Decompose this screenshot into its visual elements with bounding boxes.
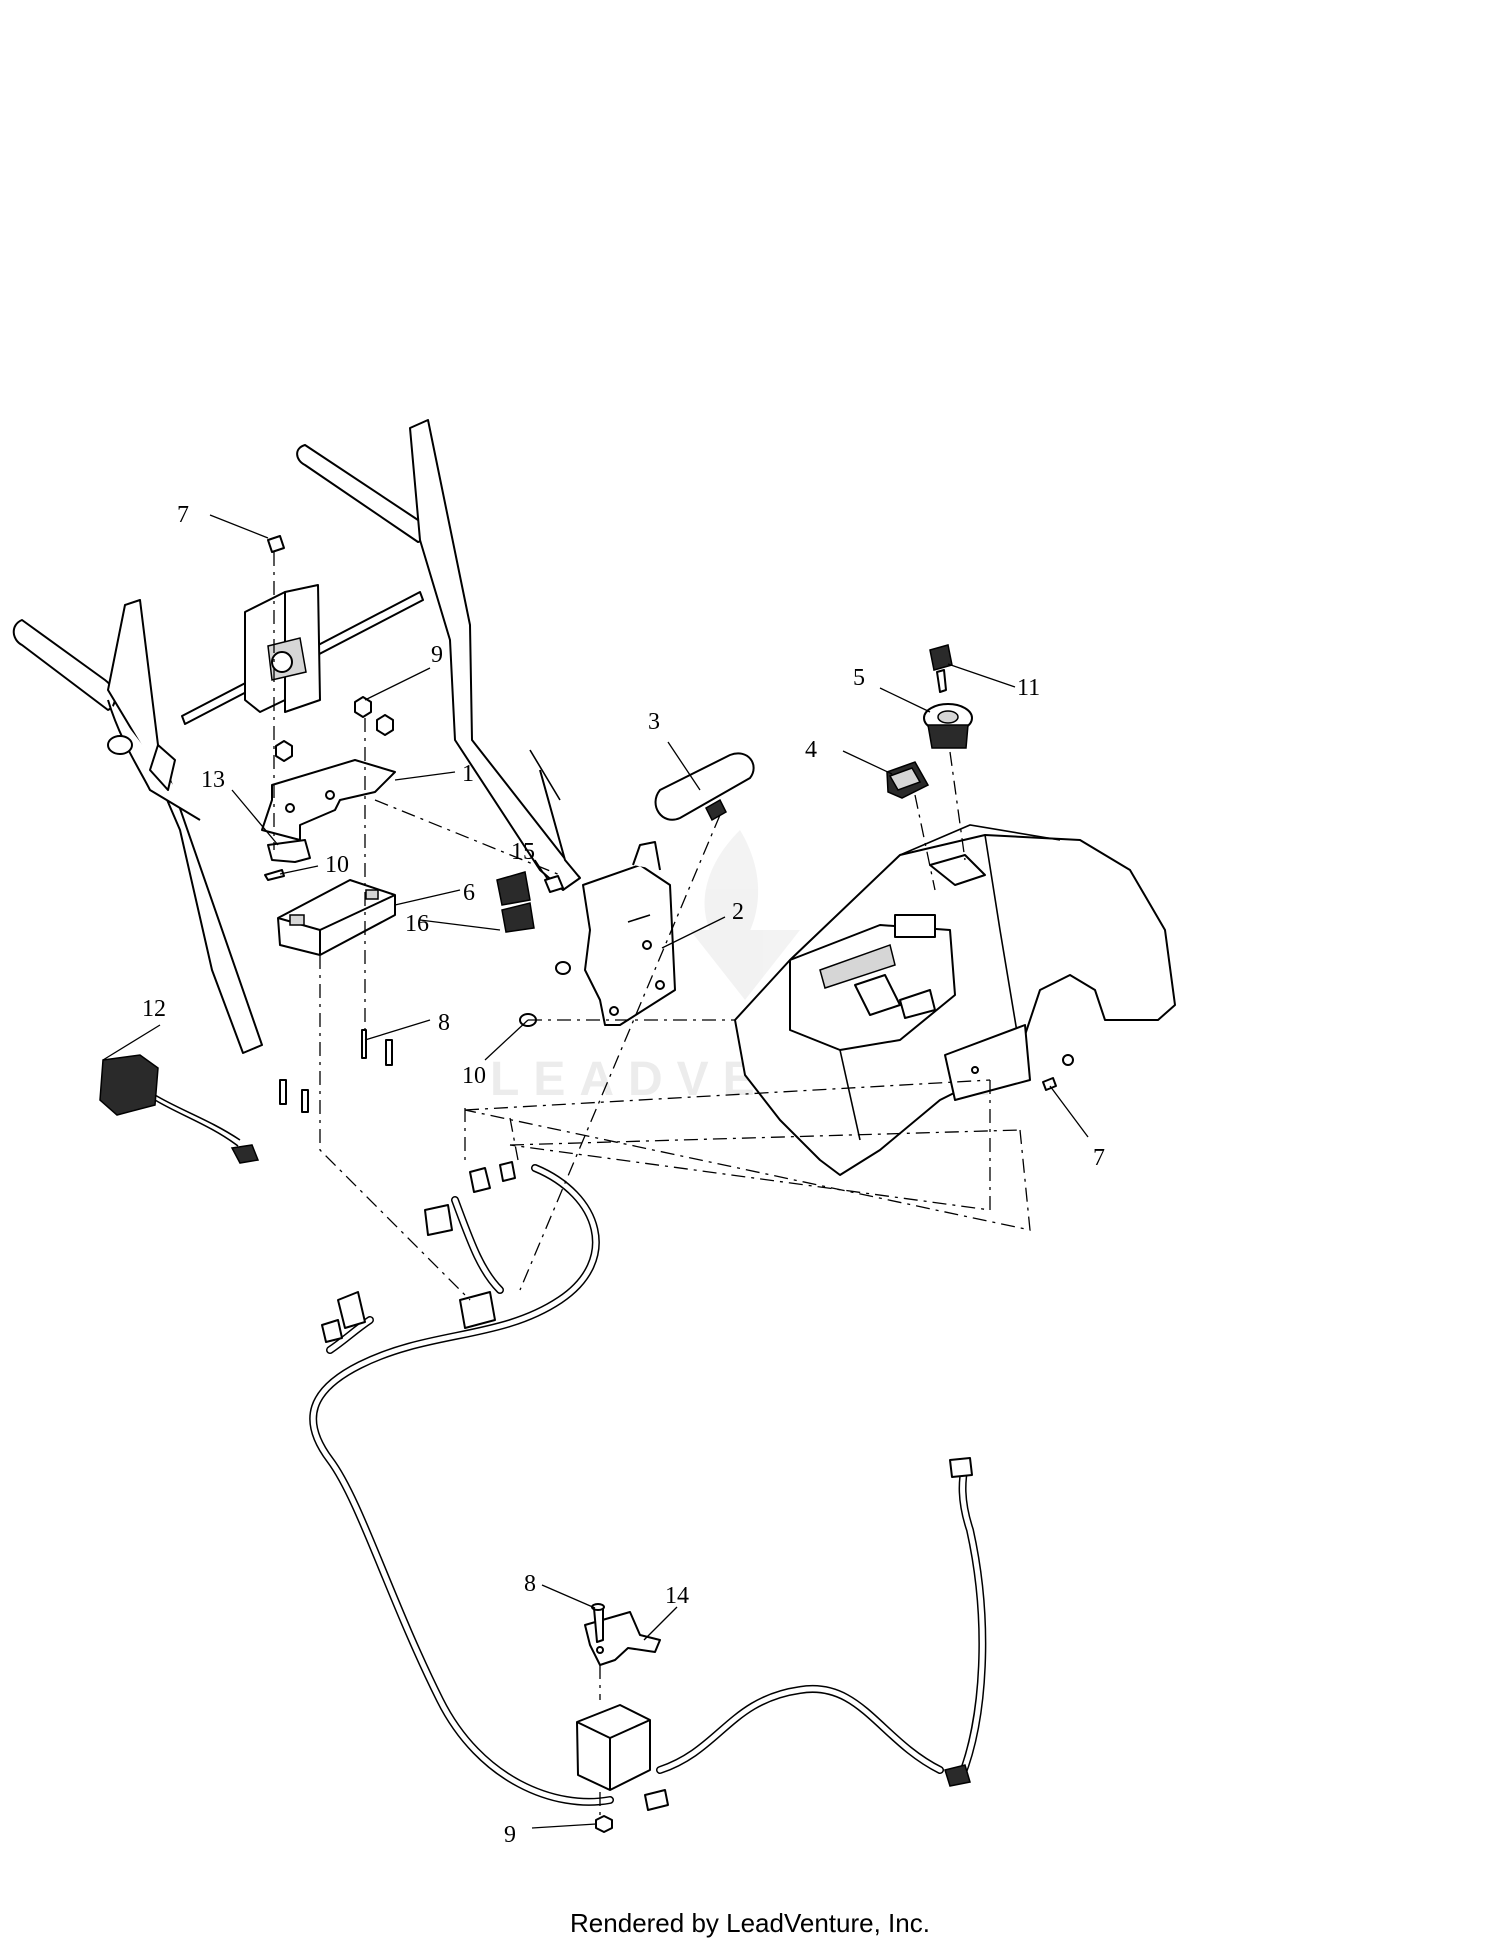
clip-13 bbox=[267, 839, 311, 863]
assembly-lines bbox=[273, 552, 1031, 1816]
handlebar-left bbox=[12, 599, 263, 1054]
label-8-mid: 8 bbox=[438, 1010, 450, 1036]
ignition-switch-5 bbox=[923, 703, 973, 749]
bracket-2 bbox=[582, 841, 676, 1026]
label-4: 4 bbox=[805, 737, 817, 763]
relay-block bbox=[576, 1704, 669, 1811]
leader-lines bbox=[102, 514, 1089, 1829]
label-13: 13 bbox=[201, 767, 225, 793]
label-3: 3 bbox=[648, 709, 660, 735]
washer-group bbox=[519, 961, 571, 1027]
label-16: 16 bbox=[405, 911, 429, 937]
label-12: 12 bbox=[142, 996, 166, 1022]
harness-connectors bbox=[321, 1161, 973, 1787]
label-5: 5 bbox=[853, 665, 865, 691]
upper-control-bracket bbox=[244, 584, 321, 713]
bolt-7-top bbox=[267, 535, 285, 553]
bracket-1 bbox=[261, 759, 396, 841]
screw-group-8 bbox=[279, 1029, 393, 1113]
label-7-right: 7 bbox=[1093, 1145, 1105, 1171]
key-11 bbox=[929, 644, 953, 693]
label-8-bottom: 8 bbox=[524, 1571, 536, 1597]
nut-group bbox=[275, 696, 394, 762]
dash-console bbox=[734, 824, 1176, 1176]
wire-harness bbox=[309, 1164, 987, 1806]
connector-15 bbox=[544, 875, 564, 893]
label-10-left: 10 bbox=[325, 852, 349, 878]
charger-12 bbox=[99, 1054, 260, 1164]
knob-4 bbox=[886, 761, 930, 799]
label-1: 1 bbox=[462, 761, 474, 787]
bolt-8-bottom bbox=[591, 1603, 605, 1643]
label-9-bottom: 9 bbox=[504, 1822, 516, 1848]
handle-3 bbox=[654, 752, 755, 822]
label-2: 2 bbox=[732, 899, 744, 925]
label-10-mid: 10 bbox=[462, 1063, 486, 1089]
screw-10-left bbox=[264, 869, 285, 881]
control-module-6 bbox=[277, 879, 396, 956]
footer-credit: Rendered by LeadVenture, Inc. bbox=[570, 1908, 930, 1938]
handlebar-right bbox=[296, 419, 581, 891]
watermark-logo bbox=[690, 830, 800, 1000]
nut-9-bottom bbox=[595, 1815, 613, 1833]
label-7-top: 7 bbox=[177, 502, 189, 528]
label-14: 14 bbox=[665, 1583, 689, 1609]
label-6: 6 bbox=[463, 880, 475, 906]
callout-labels: 7 9 1 13 10 6 12 8 10 15 16 3 2 4 5 11 7… bbox=[142, 502, 1105, 1848]
label-9-top: 9 bbox=[431, 642, 443, 668]
connector-16 bbox=[496, 871, 535, 933]
screw-7-right bbox=[1042, 1054, 1074, 1091]
label-15: 15 bbox=[511, 839, 535, 865]
label-11: 11 bbox=[1017, 675, 1040, 701]
